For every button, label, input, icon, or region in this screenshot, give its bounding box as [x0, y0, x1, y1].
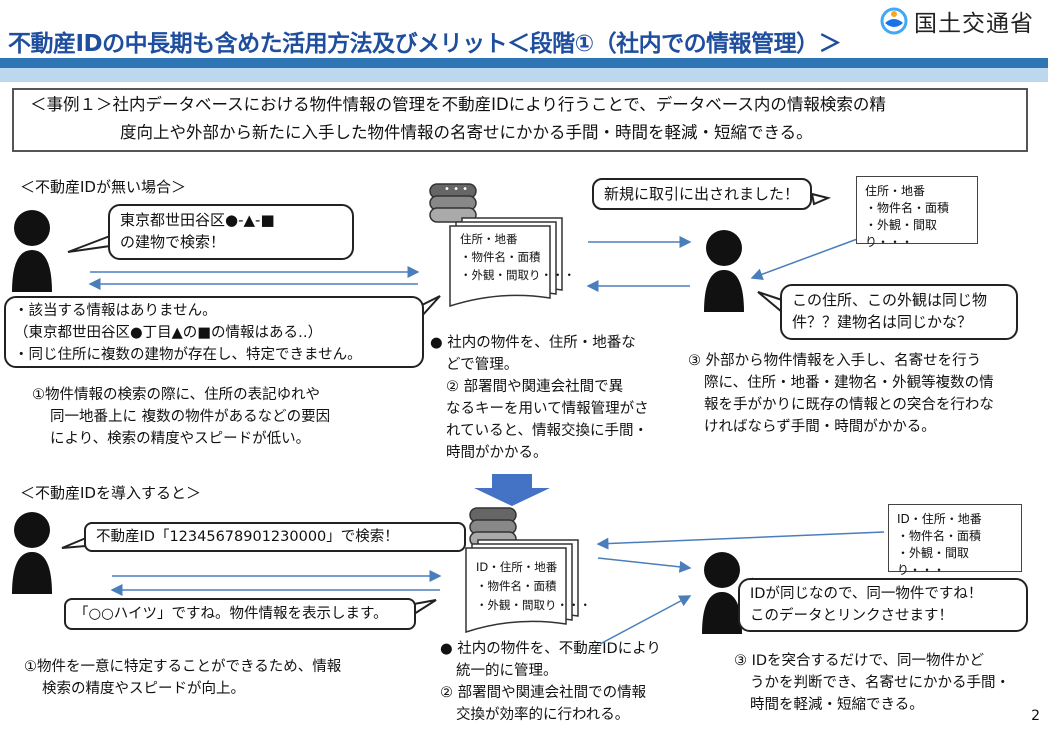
new-listing-bubble: 新規に取引に出されました！: [592, 178, 812, 210]
query-bubble-before: 東京都世田谷区●-▲-■ の建物で検索！: [108, 204, 354, 260]
summary-line-2: 度向上や外部から新たに入手した物件情報の名寄せにかかる手間・時間を軽減・短縮でき…: [120, 123, 813, 142]
after-point-1: ①物件を一意に特定することができるため、情報 検索の精度やスピードが向上。: [24, 659, 342, 697]
header-band-light: [0, 68, 1048, 82]
person-icon-external-before: [704, 230, 744, 312]
ministry-emblem-icon: [880, 7, 908, 35]
external-doc-before: 住所・地番 ・物件名・面積 ・外観・間取り・・・: [856, 176, 978, 249]
response-bubble-after: 「○○ハイツ」ですね。物件情報を表示します。: [64, 598, 416, 630]
link-bubble-after: IDが同じなので、同一物件ですね！ このデータとリンクさせます！: [738, 578, 1028, 632]
after-point-mid: ● 社内の物件を、不動産IDにより 統一的に管理。 ② 部署間や関連会社間での情…: [440, 641, 661, 723]
person-icon-user-after: [12, 512, 52, 594]
query-bubble-after: 不動産ID「12345678901230000」で検索！: [84, 522, 466, 552]
document-stack-after: [465, 539, 579, 634]
svg-text:• • •: • • •: [444, 184, 468, 195]
person-icon-external-after: [702, 552, 742, 634]
ministry-logo: 国土交通省: [880, 6, 1034, 37]
document-stack-before: [449, 217, 563, 308]
before-heading: ＜不動産IDが無い場合＞: [20, 178, 186, 196]
before-point-1: ①物件情報の検索の際に、住所の表記ゆれや 同一地番上に 複数の物件があるなどの要…: [32, 387, 331, 447]
page-number: 2: [1031, 708, 1040, 724]
page-title: 不動産IDの中長期も含めた活用方法及びメリット＜段階①（社内での情報管理）＞: [8, 31, 842, 57]
person-icon-user-before: [12, 210, 52, 292]
after-heading: ＜不動産IDを導入すると＞: [20, 484, 201, 502]
external-doc-after: ID・住所・地番 ・物件名・面積 ・外観・間取り・・・: [888, 504, 1022, 577]
summary-line-1: ＜事例１＞社内データベースにおける物件情報の管理を不動産IDにより行うことで、デ…: [30, 95, 886, 114]
db-label-before: 住所・地番 ・物件名・面積 ・外観・間取り・・・: [460, 232, 575, 282]
after-point-3: ③ IDを突合するだけで、同一物件かど うかを判断でき、名寄せにかかる手間・ 時…: [734, 653, 1010, 713]
question-bubble-before: この住所、この外観は同じ物 件？？建物名は同じかな？: [780, 284, 1018, 340]
db-label-after: ID・住所・地番 ・物件名・面積 ・外観・間取り・・・: [476, 560, 591, 612]
ministry-name: 国土交通省: [914, 11, 1034, 37]
response-bubble-before: ・該当する情報はありません。 （東京都世田谷区●丁目▲の■の情報はある‥） ・同…: [4, 296, 424, 368]
before-point-3: ③ 外部から物件情報を入手し、名寄せを行う 際に、住所・地番・建物名・外観等複数…: [688, 353, 994, 435]
transition-down-arrow: [474, 474, 550, 506]
summary-box: ＜事例１＞社内データベースにおける物件情報の管理を不動産IDにより行うことで、デ…: [12, 88, 1028, 152]
before-point-mid: ● 社内の物件を、住所・地番な どで管理。 ② 部署間や関連会社間で異 なるキー…: [430, 335, 649, 461]
header-band: [0, 58, 1048, 68]
database-icon-before: • • •: [429, 183, 477, 223]
